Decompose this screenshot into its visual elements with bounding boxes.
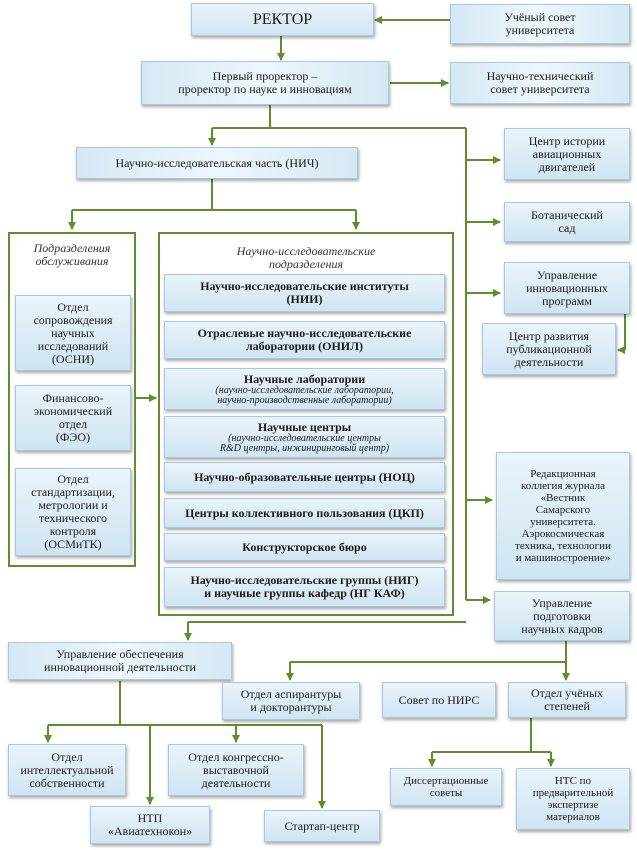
editorial-board-label: Редакционная коллегия журнала «Вестник С… [515,468,611,564]
rector-label: РЕКТОР [252,11,313,28]
sci-tech-council-box: Научно-технический совет университета [450,62,630,104]
startup-center-box: Стартап-центр [264,810,380,842]
innovation-programs-box: Управление инновационных программ [504,262,630,314]
nirs-council-box: Совет по НИРС [382,682,496,718]
botanic-garden-box: Ботанический сад [504,202,630,242]
research-item-centers: Научные центры (научно-исследовательские… [164,416,445,458]
ntp-box: НТП «Авиатехнокон» [90,806,210,844]
diss-councils-label: Диссертационные советы [403,775,489,799]
research-group-title: Научно-исследовательские подразделения [236,244,376,271]
nts-box: НТС по предварительной экспертизе матери… [516,768,630,830]
research-item-onil: Отраслевые научно-исследовательские лабо… [164,321,445,359]
first-prorector-label: Первый проректор – проректор по науке и … [178,69,352,96]
publication-center-box: Центр развития публикационной деятельнос… [482,323,616,375]
history-center-label: Центр истории авиационных двигателей [528,133,606,174]
aspirantura-box: Отдел аспирантуры и докторантуры [222,682,360,720]
research-item-label: Научные центры [257,419,352,434]
research-item-kb: Конструкторское бюро [164,533,445,561]
aspirantura-label: Отдел аспирантуры и докторантуры [240,687,342,714]
service-item-label: Финансово- экономический отдел (ФЭО) [33,391,113,444]
research-item-label: Научно-исследовательские институты (НИИ) [200,279,409,306]
congress-dept-label: Отдел конгрессно- выставочной деятельнос… [188,749,284,790]
research-item-sublabel: (научно-исследовательские лаборатории, н… [215,384,394,406]
ntp-label: НТП «Авиатехнокон» [107,811,193,838]
innov-support-box: Управление обеспечения инновационной дея… [8,642,232,680]
research-item-sublabel: (научно-исследовательские центры R&D цен… [219,432,390,454]
editorial-board-box: Редакционная коллегия журнала «Вестник С… [496,452,630,580]
research-item-labs: Научные лаборатории (научно-исследовател… [164,368,445,410]
first-prorector-box: Первый проректор – проректор по науке и … [141,61,389,105]
diss-councils-box: Диссертационные советы [390,768,502,806]
nts-label: НТС по предварительной экспертизе матери… [532,775,614,823]
research-item-label: Научно-исследовательские группы (НИГ) и … [190,573,419,600]
training-mgmt-label: Управление подготовки научных кадров [521,595,603,636]
academic-council-box: Учёный совет университета [450,4,630,44]
research-item-nii: Научно-исследовательские институты (НИИ) [164,274,445,312]
research-item-noc: Научно-образовательные центры (НОЦ) [164,462,445,492]
history-center-box: Центр истории авиационных двигателей [504,128,630,180]
nich-box: Научно-исследовательская часть (НИЧ) [76,147,358,179]
nich-label: Научно-исследовательская часть (НИЧ) [115,155,319,170]
nirs-council-label: Совет по НИРС [398,692,480,707]
service-item-osni: Отдел сопровождения научных исследований… [15,295,131,371]
research-item-label: Научные лаборатории [243,371,366,386]
service-group-title: Подразделения обслуживания [33,241,111,268]
congress-dept-box: Отдел конгрессно- выставочной деятельнос… [168,744,304,796]
research-item-nig: Научно-исследовательские группы (НИГ) и … [164,567,445,607]
research-item-ckp: Центры коллективного пользования (ЦКП) [164,498,445,528]
innov-support-label: Управление обеспечения инновационной дея… [44,647,196,674]
research-group [158,232,454,616]
degrees-dept-box: Отдел учёных степеней [508,682,626,718]
training-mgmt-box: Управление подготовки научных кадров [494,591,630,641]
rector-box: РЕКТОР [191,3,374,36]
research-item-label: Научно-образовательные центры (НОЦ) [194,469,415,484]
research-item-label: Отраслевые научно-исследовательские лабо… [197,326,412,353]
degrees-dept-label: Отдел учёных степеней [530,686,604,713]
innovation-programs-label: Управление инновационных программ [526,267,608,308]
startup-center-label: Стартап-центр [284,818,360,833]
service-item-label: Отдел сопровождения научных исследований… [33,299,113,366]
service-group [8,232,136,567]
service-item-label: Отдел стандартизации, метрологии и техни… [31,472,115,551]
research-item-label: Конструкторское бюро [242,539,367,554]
botanic-garden-label: Ботанический сад [531,208,603,235]
service-item-osmitk: Отдел стандартизации, метрологии и техни… [15,468,131,556]
research-item-label: Центры коллективного пользования (ЦКП) [185,505,424,520]
ip-dept-box: Отдел интеллектуальной собственности [8,744,126,796]
sci-tech-council-label: Научно-технический совет университета [486,69,594,96]
academic-council-label: Учёный совет университета [504,10,576,37]
publication-center-label: Центр развития публикационной деятельнос… [506,328,592,369]
service-item-feo: Финансово- экономический отдел (ФЭО) [15,385,131,451]
ip-dept-label: Отдел интеллектуальной собственности [20,749,114,790]
